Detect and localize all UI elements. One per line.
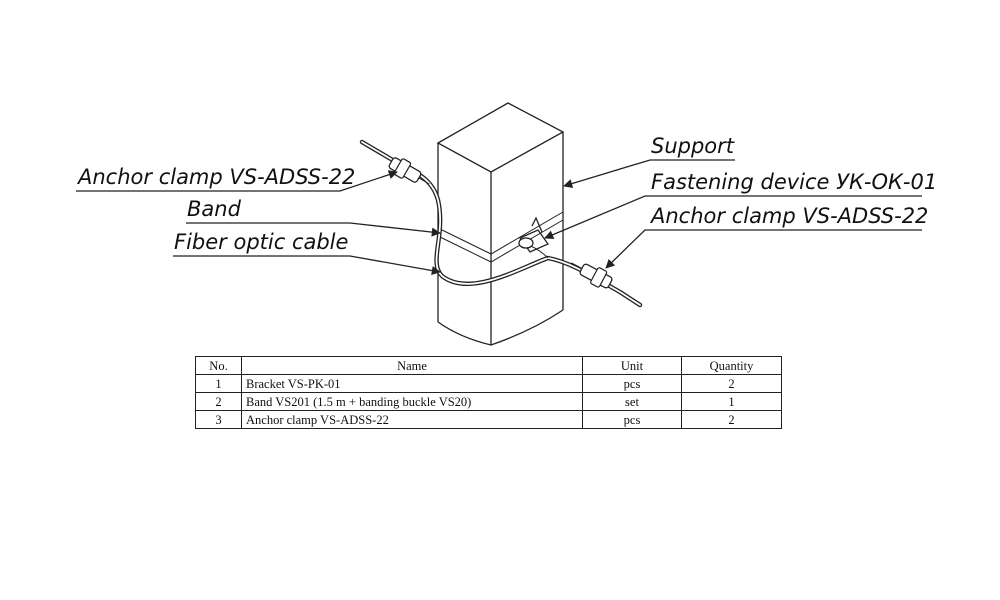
cell-quantity: 2 xyxy=(681,410,782,429)
support-pole xyxy=(436,102,565,346)
leader-anchor-clamp-left xyxy=(76,170,398,192)
label-anchor-clamp-right: Anchor clamp VS-ADSS-22 xyxy=(649,204,928,228)
label-fiber-optic-cable: Fiber optic cable xyxy=(174,230,348,254)
cell-unit: pcs xyxy=(582,410,682,429)
table-row: 3 Anchor clamp VS-ADSS-22 pcs 2 xyxy=(195,410,782,429)
label-fastening-device: Fastening device УК-ОК-01 xyxy=(651,170,937,194)
cell-quantity: 1 xyxy=(681,392,782,411)
header-name: Name xyxy=(241,356,583,375)
header-quantity: Quantity xyxy=(681,356,782,375)
leader-support xyxy=(563,159,735,188)
cell-unit: pcs xyxy=(582,374,682,393)
table-row: 2 Band VS201 (1.5 m + banding buckle VS2… xyxy=(195,392,782,411)
table-header-row: No. Name Unit Quantity xyxy=(195,356,782,375)
cell-no: 3 xyxy=(195,410,242,429)
label-support: Support xyxy=(651,134,735,158)
fastening-device xyxy=(518,216,549,253)
leader-band xyxy=(186,222,441,237)
cell-name: Anchor clamp VS-ADSS-22 xyxy=(241,410,583,429)
table-row: 1 Bracket VS-PK-01 pcs 2 xyxy=(195,374,782,393)
leader-anchor-clamp-right xyxy=(605,229,922,269)
leader-fastening-device xyxy=(544,195,922,240)
cell-no: 1 xyxy=(195,374,242,393)
leader-fiber-optic-cable xyxy=(173,255,441,276)
header-unit: Unit xyxy=(582,356,682,375)
anchor-clamp-left xyxy=(388,157,430,185)
cell-quantity: 2 xyxy=(681,374,782,393)
cell-name: Bracket VS-PK-01 xyxy=(241,374,583,393)
cell-no: 2 xyxy=(195,392,242,411)
anchor-clamp-right xyxy=(571,262,613,289)
cell-name: Band VS201 (1.5 m + banding buckle VS20) xyxy=(241,392,583,411)
label-band: Band xyxy=(187,197,242,221)
cell-unit: set xyxy=(582,392,682,411)
header-no: No. xyxy=(195,356,242,375)
specification-table: No. Name Unit Quantity 1 Bracket VS-PK-0… xyxy=(195,356,782,429)
label-anchor-clamp-left: Anchor clamp VS-ADSS-22 xyxy=(76,165,355,189)
